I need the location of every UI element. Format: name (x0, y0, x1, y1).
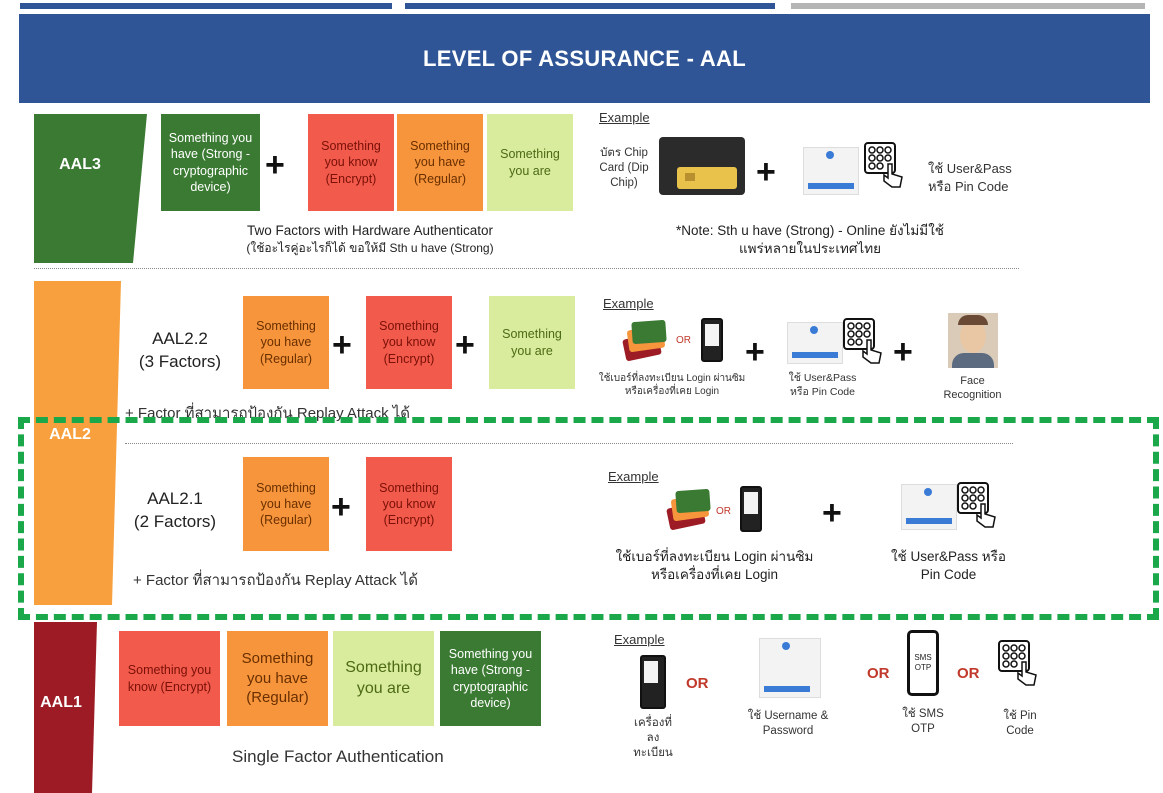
aal1-user-label: ใช้ Username & Password (747, 710, 829, 737)
plus-sign: + (265, 146, 285, 184)
sms-otp-phone-icon: SMS OTP (907, 630, 939, 696)
aal1-strong-have-box: Something you have (Strong - cryptograph… (440, 631, 541, 726)
chip-card-image (659, 137, 745, 195)
chip-card-label: บัตร Chip Card (Dip Chip) (599, 147, 649, 189)
aal3-example-heading: Example (599, 110, 650, 125)
aal1-sms-label: ใช้ SMS OTP (902, 708, 944, 735)
keypad-icon (957, 482, 996, 528)
login-screen-icon (901, 484, 957, 530)
login-screen-icon (787, 322, 843, 364)
aal1-shape (34, 622, 97, 793)
aal3-have-box: Something you have (Regular) (397, 114, 483, 211)
plus-sign: + (745, 333, 765, 371)
aal2-1-replay-text: + Factor ที่สามารถป้องกัน Replay Attack … (133, 572, 419, 589)
keypad-icon (843, 318, 882, 364)
or-label: OR (686, 675, 709, 692)
aal2-2-sim-label: ใช้เบอร์ที่ลงทะเบียน Login ผ่านซิม หรือเ… (598, 373, 746, 397)
sim-cards-icon (622, 320, 667, 361)
or-label: OR (957, 665, 980, 682)
aal3-caption-line1: Two Factors with Hardware Authenticator (246, 223, 494, 238)
aal2-1-sim-label: ใช้เบอร์ที่ลงทะเบียน Login ผ่านซิม หรือเ… (615, 549, 814, 583)
aal3-caption-line2: (ใช้อะไรคู่อะไรก็ได้ ขอให้มี Sth u have … (246, 241, 494, 256)
aal2-2-pass-label: ใช้ User&Pass หรือ Pin Code (788, 372, 857, 398)
or-label-small: OR (716, 506, 731, 517)
aal3-strong-have-box: Something you have (Strong - cryptograph… (161, 114, 260, 211)
login-screen-icon (759, 638, 821, 698)
aal2-2-know-box: Something you know (Encrypt) (366, 296, 452, 389)
aal1-caption: Single Factor Authentication (232, 747, 444, 766)
aal3-shape (34, 114, 147, 263)
keypad-icon (864, 142, 903, 188)
sms-otp-screen-text: SMS OTP (914, 653, 932, 672)
or-label: OR (867, 665, 890, 682)
aal2-label: AAL2 (49, 426, 91, 443)
aal3-note: *Note: Sth u have (Strong) - Online ยังไ… (660, 222, 960, 258)
plus-sign: + (756, 153, 776, 191)
face-recognition-label: Face Recognition (943, 375, 1002, 402)
aal3-caption: Two Factors with Hardware Authenticator … (220, 222, 520, 256)
aal2-2-name: AAL2.2 (152, 329, 208, 348)
plus-sign: + (822, 494, 842, 532)
aal3-note-line2: แพร่หลายในประเทศไทย (738, 241, 882, 257)
top-bar-left (20, 3, 392, 9)
aal2-2-factors: (3 Factors) (138, 351, 222, 371)
aal2-1-have-box: Something you have (Regular) (243, 457, 329, 551)
aal1-pin-label: ใช้ Pin Code (1003, 710, 1037, 737)
aal1-know-box: Something you know (Encrypt) (119, 631, 220, 726)
top-bar-middle (405, 3, 775, 9)
plus-sign: + (332, 326, 352, 364)
aal1-phone-label: เครื่องที่ ลงทะเบียน (633, 717, 673, 759)
smartphone-icon (740, 486, 762, 532)
aal2-1-name: AAL2.1 (147, 489, 203, 508)
smartphone-icon (701, 318, 723, 362)
aal2-shape (34, 281, 121, 605)
plus-sign: + (455, 326, 475, 364)
divider (34, 268, 1019, 269)
page-title: LEVEL OF ASSURANCE - AAL (19, 14, 1150, 103)
aal2-1-example-heading: Example (608, 469, 659, 484)
aal3-are-box: Something you are (487, 114, 573, 211)
plus-sign: + (893, 333, 913, 371)
face-photo (948, 313, 998, 368)
aal2-2-title: AAL2.2 (3 Factors) (125, 328, 235, 374)
aal2-1-pass-label: ใช้ User&Pass หรือ Pin Code (890, 549, 1007, 583)
aal1-are-box: Something you are (333, 631, 434, 726)
smartphone-icon (640, 655, 666, 709)
aal2-2-are-box: Something you are (489, 296, 575, 389)
aal2-2-have-box: Something you have (Regular) (243, 296, 329, 389)
aal1-have-box: Something you have (Regular) (227, 631, 328, 726)
aal2-1-know-box: Something you know (Encrypt) (366, 457, 452, 551)
keypad-icon (998, 640, 1037, 686)
or-label-small: OR (676, 335, 691, 346)
sim-cards-icon (666, 489, 711, 530)
top-bar-right (791, 3, 1145, 9)
login-screen-icon (803, 147, 859, 195)
aal3-label: AAL3 (59, 156, 101, 173)
divider (125, 443, 1013, 444)
aal1-label: AAL1 (40, 694, 82, 711)
aal3-pass-label: ใช้ User&Pass หรือ Pin Code (928, 161, 1012, 194)
aal2-1-highlight-frame (18, 417, 1159, 620)
aal1-example-heading: Example (614, 632, 665, 647)
aal2-1-factors: (2 Factors) (133, 511, 217, 531)
aal2-2-example-heading: Example (603, 296, 654, 311)
aal2-1-title: AAL2.1 (2 Factors) (125, 488, 225, 534)
plus-sign: + (331, 488, 351, 526)
aal3-know-box: Something you know (Encrypt) (308, 114, 394, 211)
aal3-note-line1: *Note: Sth u have (Strong) - Online ยังไ… (676, 223, 944, 238)
